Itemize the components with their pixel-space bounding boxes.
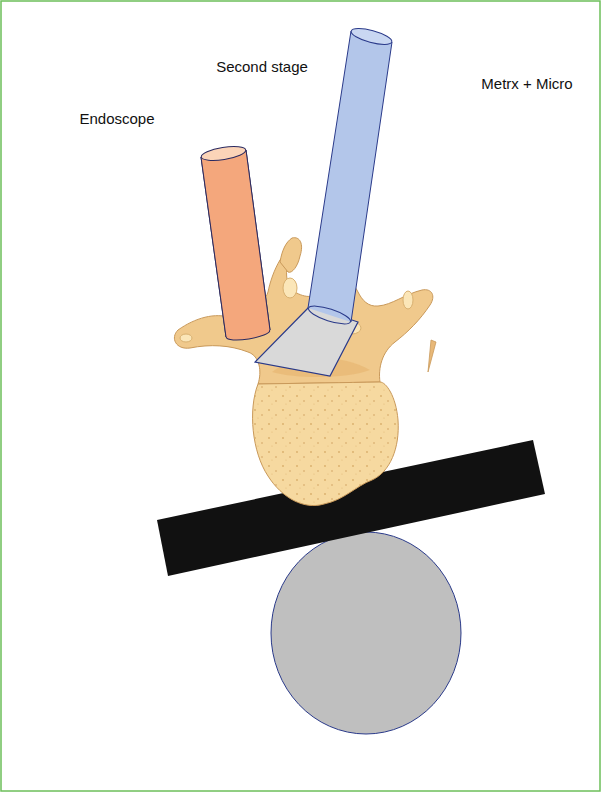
bone-texture bbox=[253, 382, 399, 506]
instrument-label: Endoscope bbox=[79, 110, 154, 128]
vertebra-posterior bbox=[174, 256, 432, 384]
diagram-title: Second stage bbox=[216, 58, 308, 76]
facet bbox=[180, 334, 192, 342]
endoscope-tube bbox=[200, 144, 270, 342]
facet bbox=[403, 291, 413, 309]
vertebral-body bbox=[253, 382, 399, 506]
metrx-tube bbox=[307, 25, 394, 327]
spinous-process bbox=[280, 238, 302, 273]
bone-fragment bbox=[428, 340, 436, 372]
facet bbox=[283, 278, 297, 298]
support-roll bbox=[271, 532, 461, 734]
instrument-label: Metrx + Micro bbox=[481, 75, 572, 93]
